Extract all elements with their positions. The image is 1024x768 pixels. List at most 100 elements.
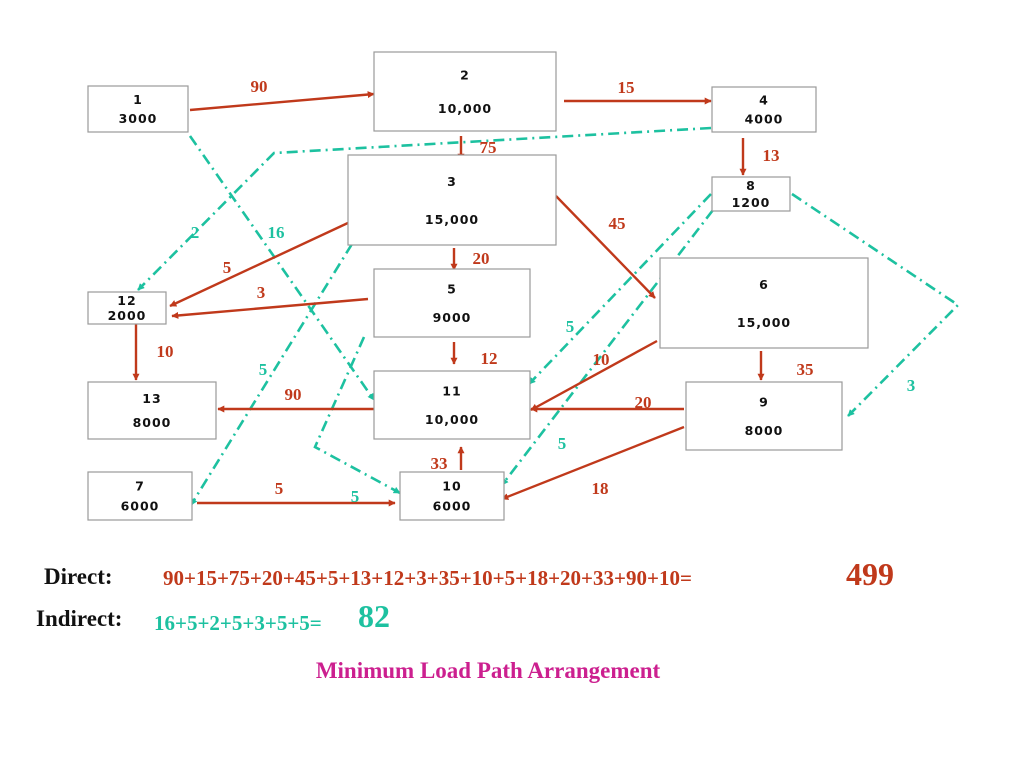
node-id-10: 10 bbox=[442, 478, 461, 493]
node-id-7: 7 bbox=[135, 478, 145, 493]
direct-flow-label-6-9: 35 bbox=[797, 360, 814, 379]
node-box-5 bbox=[373, 268, 531, 338]
indirect-flow-8-9 bbox=[791, 192, 961, 417]
indirect-total: 82 bbox=[358, 598, 390, 634]
node-value-4: 4000 bbox=[745, 111, 784, 126]
node-box-4 bbox=[711, 86, 817, 133]
node-4: 4 4000 bbox=[711, 86, 817, 133]
indirect-flow-3-7 bbox=[189, 243, 354, 506]
node-box-6 bbox=[659, 257, 869, 349]
direct-total: 499 bbox=[846, 556, 894, 592]
node-value-2: 10,000 bbox=[438, 101, 492, 116]
node-9: 9 8000 bbox=[685, 381, 843, 451]
node-id-1: 1 bbox=[133, 92, 143, 107]
direct-flow-3-6 bbox=[555, 195, 656, 299]
direct-flow-label-2-3: 75 bbox=[480, 138, 497, 157]
node-id-5: 5 bbox=[447, 281, 457, 296]
direct-flow-9-10 bbox=[501, 425, 685, 501]
node-value-5: 9000 bbox=[433, 310, 472, 325]
node-5: 5 9000 bbox=[373, 268, 531, 338]
indirect-flow-8-11 bbox=[528, 193, 712, 385]
node-value-12: 2000 bbox=[108, 308, 147, 323]
node-id-6: 6 bbox=[759, 277, 769, 292]
direct-flow-label-11-13: 90 bbox=[285, 385, 302, 404]
indirect-flow-5-10 bbox=[313, 336, 401, 495]
node-11: 11 10,000 bbox=[373, 370, 531, 440]
node-box-7 bbox=[87, 471, 193, 521]
node-id-12: 12 bbox=[117, 293, 136, 308]
node-box-11 bbox=[373, 370, 531, 440]
indirect-flow-label-8-11: 5 bbox=[566, 317, 575, 336]
node-6: 6 15,000 bbox=[659, 257, 869, 349]
node-box-9 bbox=[685, 381, 843, 451]
node-10: 10 6000 bbox=[399, 471, 505, 521]
node-box-12 bbox=[87, 291, 167, 325]
direct-flow-label-3-5: 20 bbox=[473, 249, 490, 268]
node-value-3: 15,000 bbox=[425, 212, 479, 227]
indirect-flow-1-11 bbox=[188, 135, 376, 401]
direct-flow-1-2 bbox=[189, 91, 375, 112]
node-value-6: 15,000 bbox=[737, 315, 791, 330]
diagram-caption: Minimum Load Path Arrangement bbox=[315, 658, 661, 683]
node-id-3: 3 bbox=[447, 174, 457, 189]
node-value-8: 1200 bbox=[732, 195, 771, 210]
node-box-1 bbox=[87, 85, 189, 133]
direct-flow-layer bbox=[132, 91, 765, 507]
node-id-2: 2 bbox=[460, 68, 470, 83]
direct-label: Direct: bbox=[44, 564, 113, 589]
direct-expression: 90+15+75+20+45+5+13+12+3+35+10+5+18+20+3… bbox=[163, 566, 692, 590]
node-box-8 bbox=[711, 176, 791, 212]
node-value-9: 8000 bbox=[745, 423, 784, 438]
indirect-flow-layer bbox=[137, 126, 961, 506]
direct-flow-label-4-8: 13 bbox=[763, 146, 780, 165]
node-box-2 bbox=[373, 51, 557, 132]
indirect-flow-label-8-9: 3 bbox=[907, 376, 916, 395]
indirect-label: Indirect: bbox=[36, 606, 123, 631]
node-id-9: 9 bbox=[759, 394, 769, 409]
node-2: 2 10,000 bbox=[373, 51, 557, 132]
node-id-8: 8 bbox=[746, 178, 756, 193]
direct-flow-6-11 bbox=[530, 339, 658, 412]
node-id-4: 4 bbox=[759, 93, 769, 108]
node-1: 1 3000 bbox=[87, 85, 189, 133]
direct-flow-label-12-13: 10 bbox=[157, 342, 174, 361]
node-value-1: 3000 bbox=[119, 111, 158, 126]
indirect-flow-label-3-7: 5 bbox=[259, 360, 268, 379]
direct-flow-label-5-11: 12 bbox=[481, 349, 498, 368]
node-3: 3 15,000 bbox=[347, 154, 557, 246]
direct-flow-label-9-11: 20 bbox=[635, 393, 652, 412]
direct-flow-label-2-4: 15 bbox=[618, 78, 635, 97]
indirect-flow-label-1-11: 16 bbox=[268, 223, 285, 242]
node-value-7: 6000 bbox=[121, 499, 160, 514]
indirect-flow-label-5-10: 5 bbox=[351, 487, 360, 506]
node-13: 13 8000 bbox=[87, 381, 217, 440]
node-box-13 bbox=[87, 381, 217, 440]
node-box-10 bbox=[399, 471, 505, 521]
direct-flow-label-6-11: 10 bbox=[593, 350, 610, 369]
node-value-10: 6000 bbox=[433, 499, 472, 514]
direct-flow-label-7-10: 5 bbox=[275, 479, 284, 498]
direct-flow-label-1-2: 90 bbox=[251, 77, 268, 96]
node-8: 8 1200 bbox=[711, 176, 791, 212]
node-value-11: 10,000 bbox=[425, 412, 479, 427]
node-box-3 bbox=[347, 154, 557, 246]
direct-flow-label-9-10: 18 bbox=[592, 479, 609, 498]
node-7: 7 6000 bbox=[87, 471, 193, 521]
direct-flow-label-3-6: 45 bbox=[609, 214, 626, 233]
node-id-13: 13 bbox=[142, 391, 161, 406]
indirect-flow-4-12 bbox=[137, 126, 712, 291]
direct-flow-5-12 bbox=[171, 297, 369, 319]
direct-flow-label-10-11: 33 bbox=[431, 454, 448, 473]
direct-flow-3-12 bbox=[169, 220, 351, 308]
indirect-flow-label-4-12: 2 bbox=[191, 223, 200, 242]
direct-flow-label-5-12: 3 bbox=[257, 283, 266, 302]
department-node-layer: 1 3000 2 10,000 3 15,000 4 4000 5 9000 6 15,000 7 600… bbox=[87, 51, 869, 521]
indirect-expression: 16+5+2+5+3+5+5= bbox=[154, 611, 322, 635]
indirect-flow-label-8-10: 5 bbox=[558, 434, 567, 453]
node-id-11: 11 bbox=[442, 383, 461, 398]
direct-flow-label-3-12: 5 bbox=[223, 258, 232, 277]
node-value-13: 8000 bbox=[133, 415, 172, 430]
